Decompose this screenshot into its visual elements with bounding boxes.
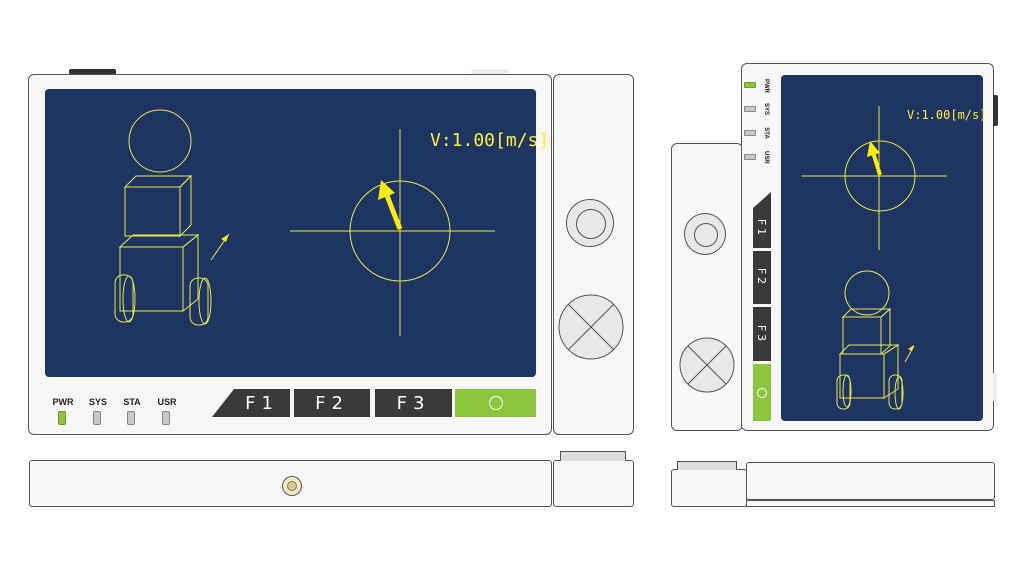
led-label-usr: USR xyxy=(157,397,177,407)
side-cross-button[interactable] xyxy=(679,337,735,393)
f2-button[interactable]: F2 xyxy=(294,389,370,417)
side-led-sta-light xyxy=(744,130,756,136)
side-bottom-rail xyxy=(746,500,995,507)
side-bottom-grip-tab xyxy=(677,461,737,470)
bottom-grip xyxy=(553,460,634,507)
led-pwr xyxy=(58,411,66,425)
side-led-sys: SYS xyxy=(744,103,772,116)
tripod-mount-inner xyxy=(287,481,297,491)
side-led-sta-label: STA xyxy=(763,127,769,139)
side-bottom-grip xyxy=(671,469,747,507)
side-screen: V:1.00[m/s] xyxy=(781,75,987,421)
side-f3-label: F3 xyxy=(755,324,769,344)
f1-button[interactable]: F1 xyxy=(234,389,290,417)
side-led-usr: USR xyxy=(744,151,772,164)
side-top-tab xyxy=(993,95,998,126)
tripod-mount xyxy=(282,476,302,496)
velocity-label: V:1.00[m/s] xyxy=(430,130,550,151)
side-view: PWR SYS STA USR F1 F2 F3 xyxy=(640,0,1024,520)
led-label-sys: SYS xyxy=(88,397,107,407)
f1-key-ramp xyxy=(212,389,234,417)
round-button-inner xyxy=(576,209,606,239)
front-view: V:1.00[m/s] PWR SYS STA USR F1 F2 F3 xyxy=(28,69,634,507)
side-f1-label: F1 xyxy=(755,218,769,238)
side-round-button[interactable] xyxy=(684,213,726,255)
side-led-sys-light xyxy=(744,106,756,112)
led-sys xyxy=(93,411,101,425)
side-led-usr-light xyxy=(744,154,756,160)
side-f1-ramp xyxy=(753,192,771,208)
side-led-panel: PWR SYS STA USR xyxy=(744,79,774,170)
side-led-pwr-light xyxy=(744,82,756,88)
side-bottom-body xyxy=(746,462,995,500)
side-screen-drawing xyxy=(802,106,947,410)
confirm-button[interactable] xyxy=(455,389,536,417)
side-led-sys-label: SYS xyxy=(763,103,769,116)
bottom-grip-tab xyxy=(560,451,626,461)
led-usr xyxy=(162,411,170,425)
side-led-pwr-label: PWR xyxy=(763,79,769,93)
cross-icon xyxy=(558,294,624,360)
side-confirm-button[interactable] xyxy=(753,364,771,421)
top-tab-light xyxy=(471,69,508,75)
side-cross-icon xyxy=(679,337,735,393)
led-sta xyxy=(127,411,135,425)
front-screen-drawing xyxy=(114,109,495,336)
side-velocity-label: V:1.00[m/s] xyxy=(907,108,987,122)
front-right-grip xyxy=(553,74,634,435)
side-f2-label: F2 xyxy=(755,267,769,288)
front-screen: V:1.00[m/s] xyxy=(45,89,549,377)
led-label-sta: STA xyxy=(123,397,141,407)
side-f3-button[interactable]: F3 xyxy=(753,307,771,361)
cross-button[interactable] xyxy=(558,294,624,360)
side-light-tab xyxy=(993,373,997,401)
led-label-pwr: PWR xyxy=(52,397,74,407)
side-led-sta: STA xyxy=(744,127,772,139)
side-circle-icon xyxy=(757,387,767,398)
side-led-usr-label: USR xyxy=(763,151,769,164)
led-panel: PWR SYS STA USR xyxy=(48,397,198,432)
side-f2-button[interactable]: F2 xyxy=(753,251,771,304)
circle-icon xyxy=(488,396,503,410)
round-button[interactable] xyxy=(566,199,614,247)
f3-button[interactable]: F3 xyxy=(375,389,452,417)
side-f1-button[interactable]: F1 xyxy=(753,208,771,248)
side-round-button-inner xyxy=(694,223,718,247)
side-led-pwr: PWR xyxy=(744,79,772,93)
top-tab-dark xyxy=(69,69,116,75)
